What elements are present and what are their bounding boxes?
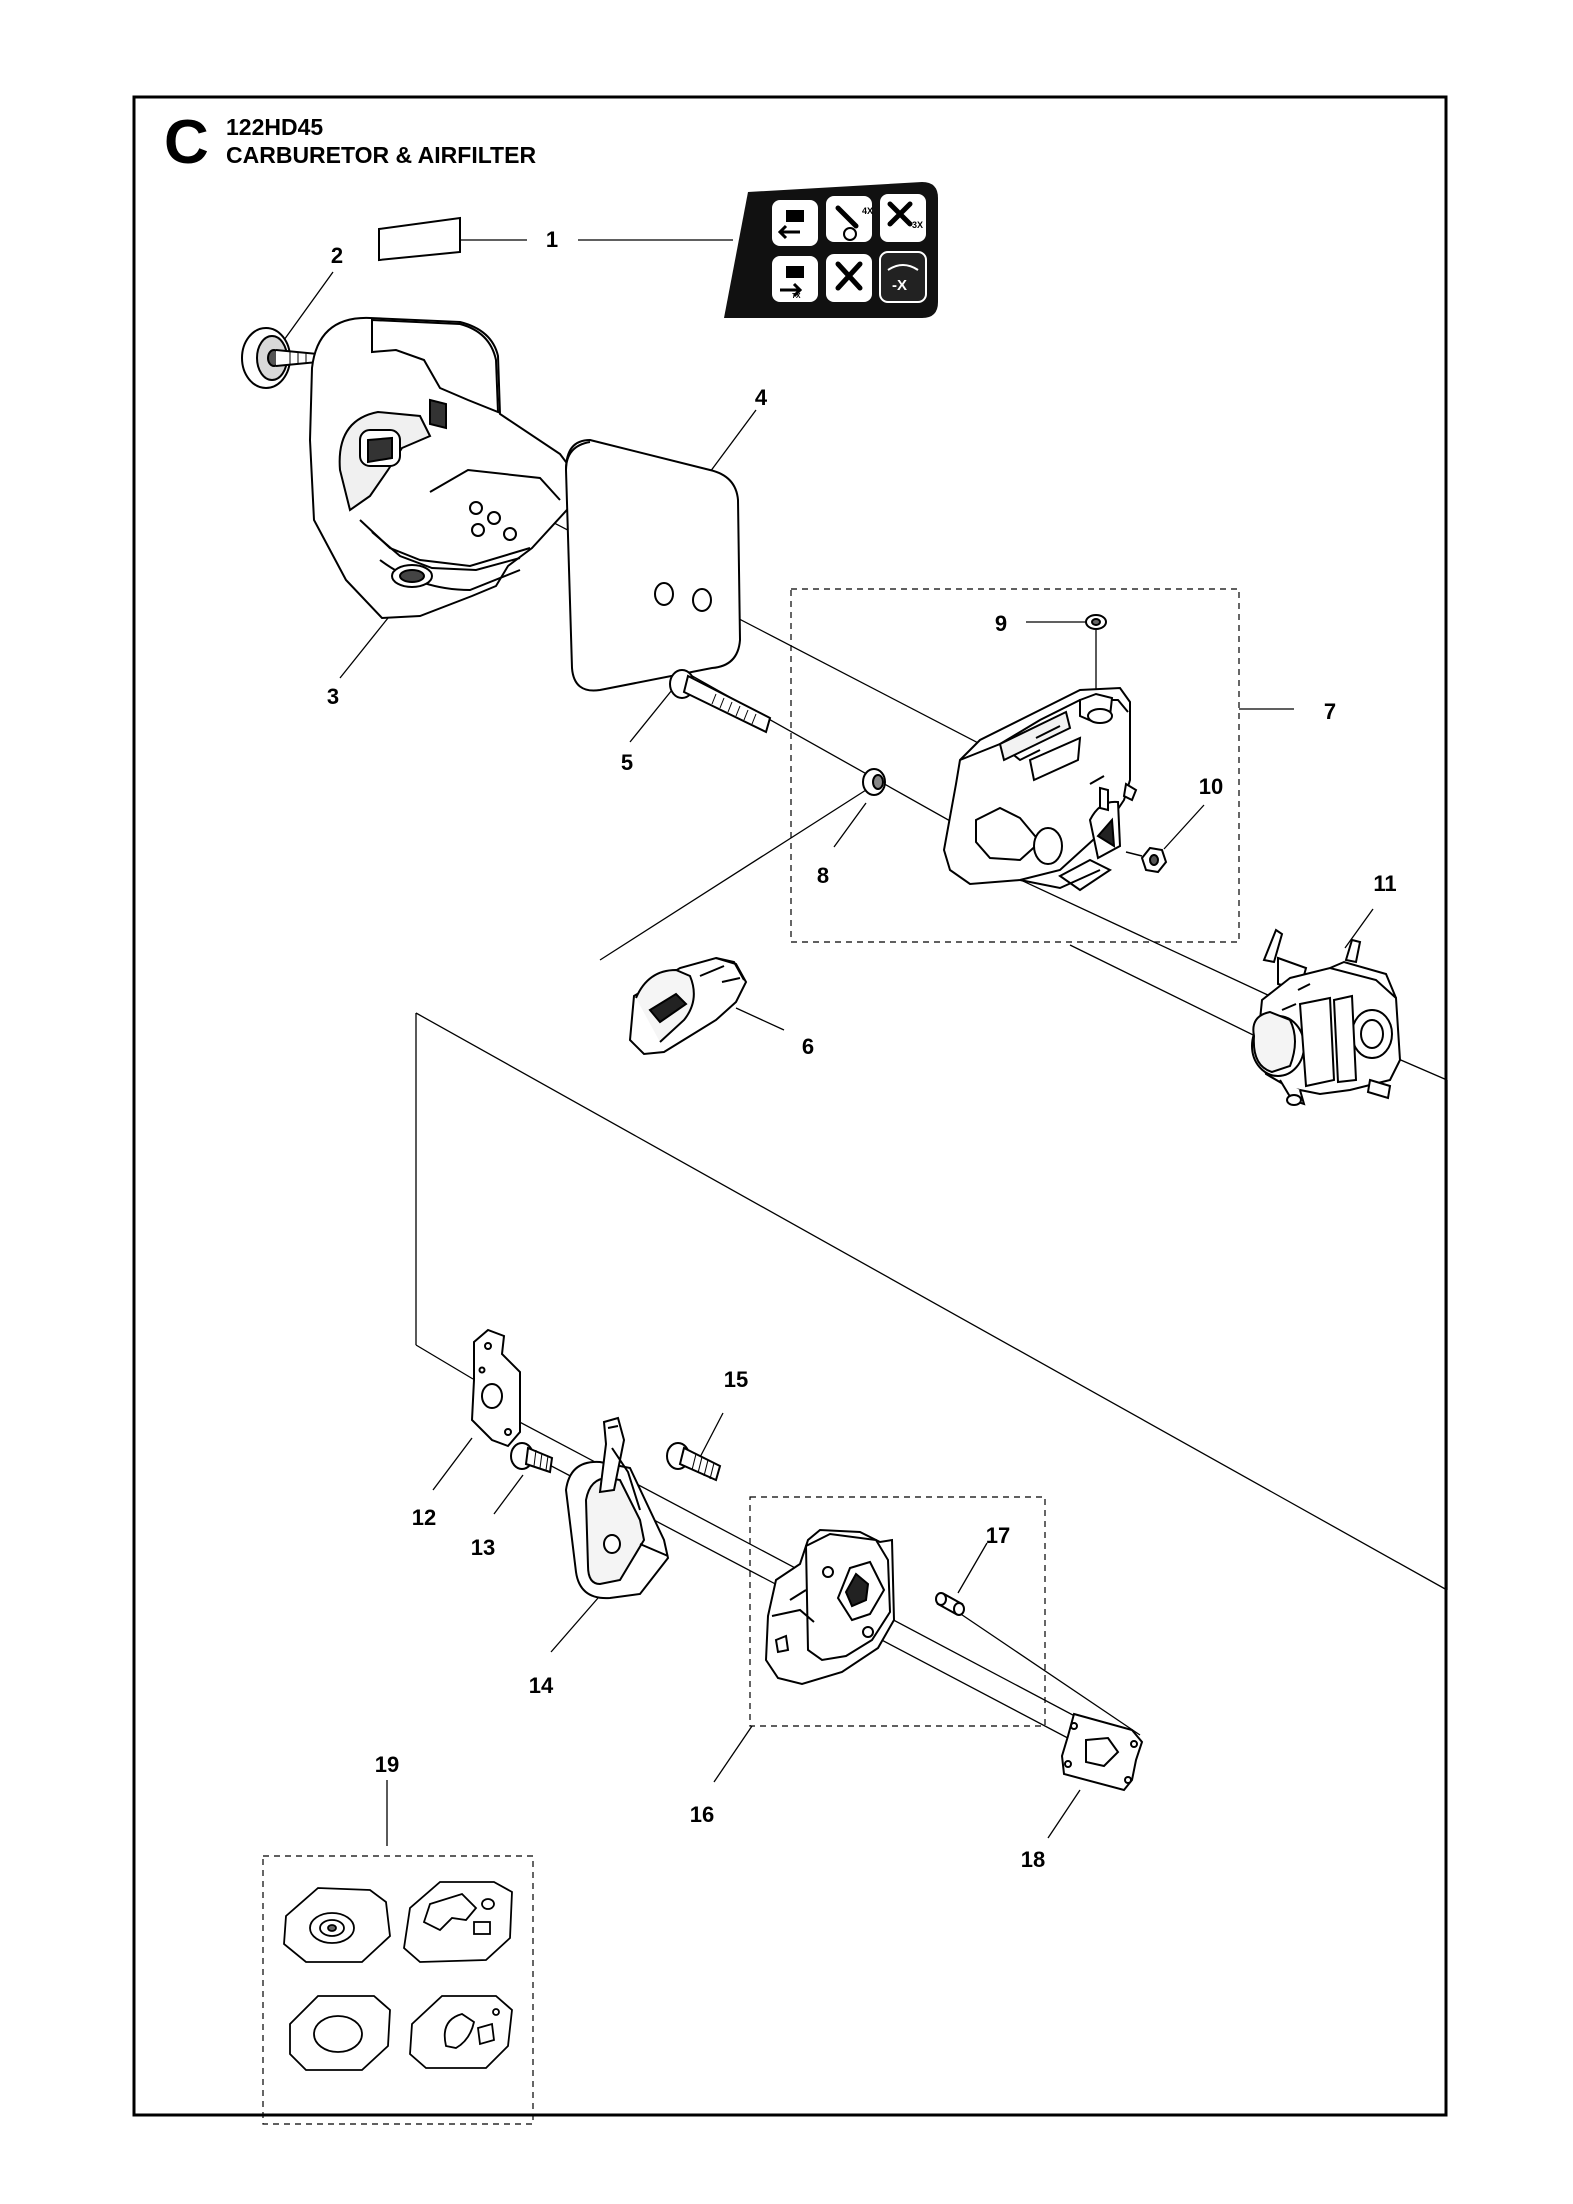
callout-5: 5 (620, 750, 634, 775)
callout-14: 14 (528, 1673, 554, 1698)
part-14-bracket (564, 1416, 670, 1600)
decal-label-minus-x: -X (892, 277, 907, 294)
part-17-pin (935, 1592, 965, 1616)
group-box-19 (262, 1855, 534, 2125)
page-border (132, 95, 1448, 2117)
callout-10: 10 (1198, 774, 1224, 799)
decal-label-7x: 7X (792, 293, 801, 300)
group-box-16 (749, 1496, 1046, 1727)
callout-7: 7 (1323, 699, 1337, 724)
part-19-gasket-kit (283, 1881, 513, 2071)
part-8-spacer (862, 768, 886, 796)
callout-11: 11 (1373, 871, 1397, 896)
callout-19: 19 (374, 1752, 400, 1777)
group-box-7 (790, 588, 1240, 943)
decal-label-4x: 4X (862, 206, 873, 216)
part-1-label (378, 216, 461, 262)
callout-4: 4 (754, 385, 768, 410)
part-15-screw (666, 1442, 722, 1482)
callout-13: 13 (470, 1535, 496, 1560)
part-2-knob (241, 327, 319, 389)
part-18-gasket (1060, 1712, 1144, 1792)
part-4-filter (564, 438, 742, 692)
callout-16: 16 (689, 1802, 715, 1827)
callout-8: 8 (816, 863, 830, 888)
callout-15: 15 (723, 1367, 749, 1392)
part-13-screw (510, 1442, 554, 1474)
part-6-choke (628, 956, 748, 1056)
callout-18: 18 (1020, 1847, 1046, 1872)
callout-3: 3 (326, 684, 340, 709)
group-boxes (262, 588, 1240, 2125)
callout-12: 12 (411, 1505, 437, 1530)
callout-9: 9 (994, 611, 1008, 636)
part-9-washer (1085, 614, 1107, 630)
instruction-decal: 4X 3X 7X -X (724, 182, 938, 318)
section-letter: C (164, 108, 209, 177)
model-number: 122HD45 (226, 114, 324, 140)
callout-1: 1 (545, 227, 559, 252)
part-16-plate (764, 1528, 896, 1686)
callout-17: 17 (985, 1523, 1011, 1548)
part-7-filter-housing (942, 686, 1138, 892)
part-12-gasket (470, 1328, 521, 1448)
decal-label-3x: 3X (912, 220, 923, 230)
callout-2: 2 (330, 243, 344, 268)
callout-6: 6 (801, 1034, 815, 1059)
diagram-title: CARBURETOR & AIRFILTER (226, 142, 537, 168)
part-10-nut (1125, 846, 1168, 874)
part-11-carburetor (1251, 928, 1402, 1106)
part-5-bolt (669, 669, 772, 734)
part-3-airfilter-cover (308, 316, 580, 620)
